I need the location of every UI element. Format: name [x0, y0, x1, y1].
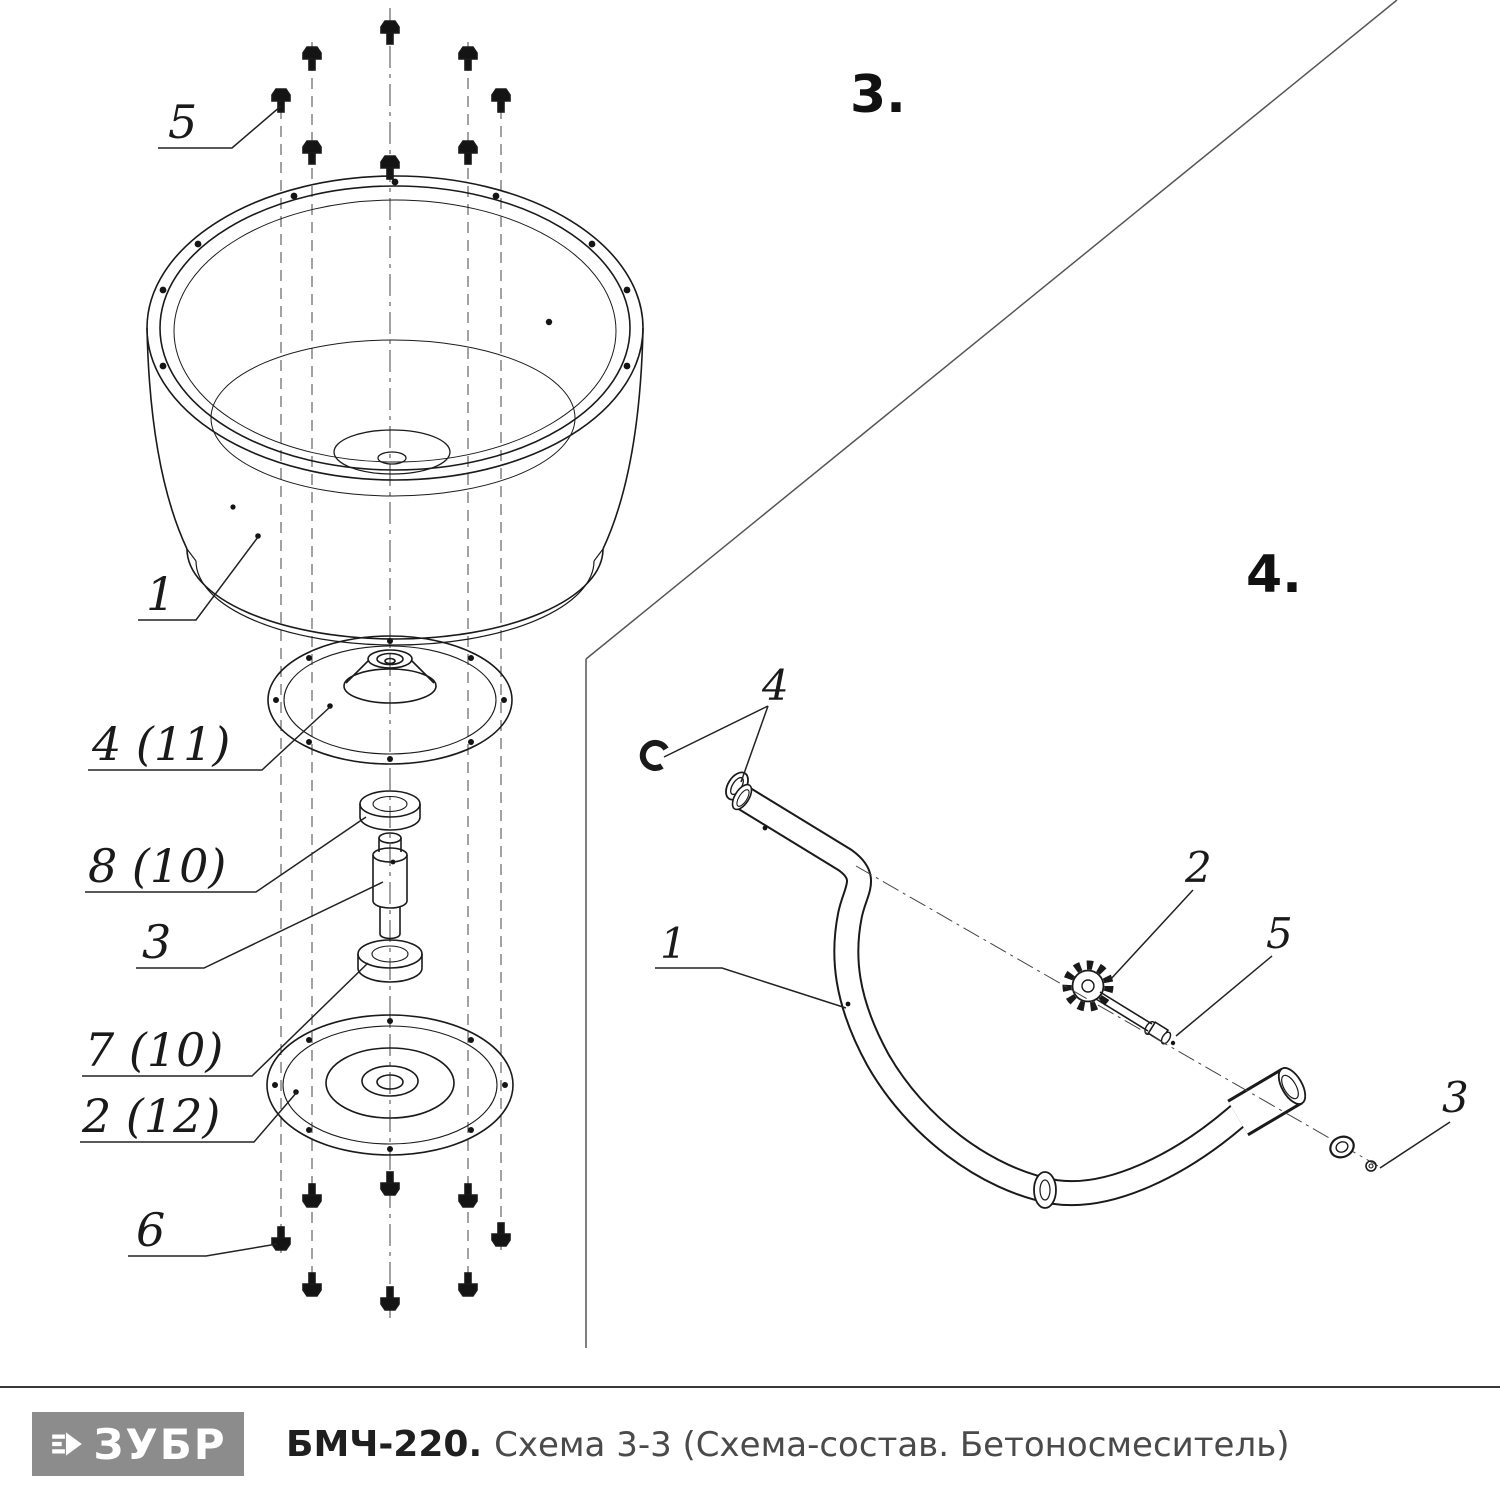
- lower-bearing: [357, 939, 423, 983]
- ring-nut: [1329, 1135, 1377, 1172]
- fig4-label-4: 4: [761, 661, 789, 710]
- fig3-label-2-12: 2 (12): [81, 1089, 220, 1143]
- figure-3-number: 3.: [850, 65, 906, 125]
- brand-logo: ЗУБР: [32, 1412, 244, 1476]
- rim-bolt-dots: [159, 178, 631, 539]
- upper-flange: [267, 635, 513, 765]
- scheme-title: Схема 3-3 (Схема-состав. Бетоносмеситель…: [494, 1424, 1290, 1465]
- figure-4-number: 4.: [1246, 545, 1302, 605]
- drum-bowl: [146, 175, 644, 646]
- model-number: БМЧ-220.: [286, 1423, 483, 1465]
- fig3-label-4-11: 4 (11): [91, 717, 230, 771]
- fig4-axis-line: [855, 865, 1379, 1167]
- top-bolts: [271, 20, 511, 180]
- tube-socket: [1227, 1067, 1307, 1137]
- brand-name: ЗУБР: [93, 1419, 227, 1469]
- gear-shaft: [1095, 991, 1176, 1046]
- handle-tube: [731, 783, 1271, 1207]
- fig4-label-5: 5: [1266, 909, 1293, 958]
- title-block-footer: ЗУБР БМЧ-220. Схема 3-3 (Схема-состав. Б…: [0, 1386, 1500, 1500]
- upper-bearing: [359, 790, 421, 831]
- lower-flange: [266, 1014, 514, 1156]
- fig3-label-7-10: 7 (10): [85, 1023, 223, 1077]
- fig3-label-6: 6: [136, 1203, 165, 1257]
- fig3-label-3: 3: [142, 915, 171, 969]
- fig3-label-8-10: 8 (10): [88, 839, 226, 893]
- brand-arrow-icon: [52, 1432, 83, 1456]
- shaft: [372, 832, 408, 940]
- figure-4-handle-assembly: [639, 705, 1451, 1209]
- clamp-ring-open: [639, 740, 669, 771]
- pinion-gear: [1062, 960, 1114, 1012]
- figure-3-exploded-drum: [80, 8, 644, 1318]
- fig4-label-3: 3: [1442, 1073, 1469, 1122]
- fig4-leader-lines: [655, 705, 1451, 1169]
- diagram-svg: 5 1 4 (11) 8 (10) 3 7 (10) 2 (12) 6 3.: [80, 0, 1469, 1348]
- fig3-label-5: 5: [168, 95, 197, 149]
- fig4-label-1: 1: [660, 919, 687, 968]
- fig3-leader-lines: [80, 105, 384, 1257]
- fig4-label-2: 2: [1184, 843, 1212, 892]
- fig3-label-1: 1: [146, 567, 175, 621]
- panel-separator: [585, 0, 1398, 1348]
- tube-collar: [1033, 1171, 1057, 1209]
- drawing-caption: БМЧ-220. Схема 3-3 (Схема-состав. Бетоно…: [286, 1424, 1290, 1465]
- bottom-bolts: [271, 1171, 511, 1311]
